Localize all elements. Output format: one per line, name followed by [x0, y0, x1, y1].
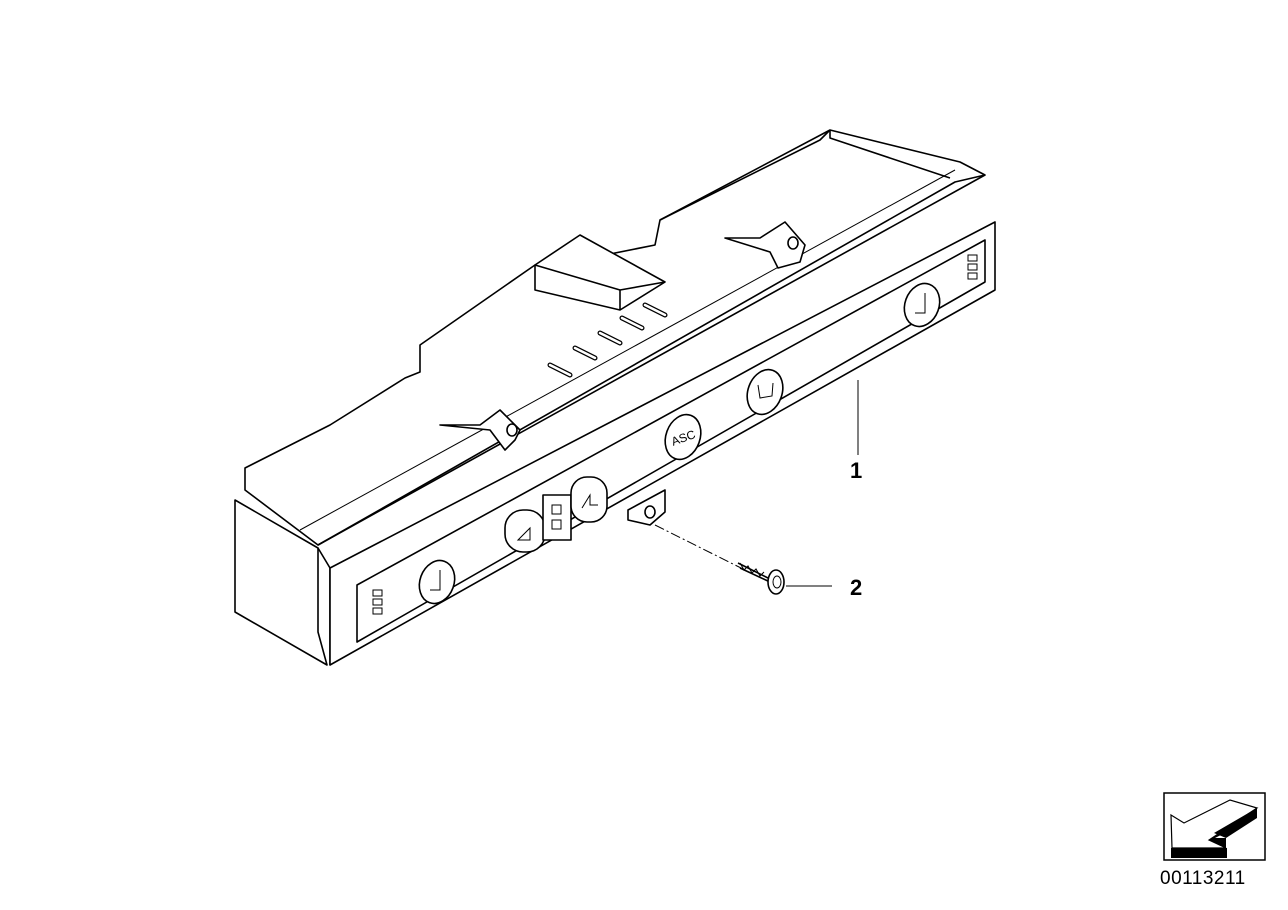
double-switch-button[interactable] — [542, 494, 572, 541]
rear-housing — [244, 129, 986, 546]
left-end-face — [234, 499, 328, 666]
switch-panel-assembly: ASC — [234, 129, 996, 666]
callout-2: 2 — [850, 575, 863, 600]
sunblind-button[interactable] — [570, 476, 608, 523]
connector-block — [534, 234, 666, 311]
asc-button[interactable]: ASC — [659, 410, 707, 465]
front-face — [329, 221, 996, 666]
reference-number: 00113211 — [1160, 868, 1246, 889]
front-panel-border — [356, 239, 986, 643]
indicator-left — [372, 589, 383, 615]
pdc-button[interactable] — [741, 365, 789, 420]
callout-1: 1 — [850, 458, 863, 483]
vent-slots — [547, 302, 668, 378]
seat-heating-right-button[interactable] — [899, 279, 946, 332]
orientation-arrow-icon — [1163, 792, 1266, 861]
mounting-clip-right — [724, 221, 806, 269]
seat-heating-left-button[interactable] — [414, 556, 461, 609]
screw — [654, 524, 785, 595]
rear-window-button[interactable] — [504, 509, 546, 553]
mounting-tab — [627, 489, 666, 526]
indicator-right — [967, 254, 978, 280]
mounting-clip-left — [439, 409, 521, 451]
